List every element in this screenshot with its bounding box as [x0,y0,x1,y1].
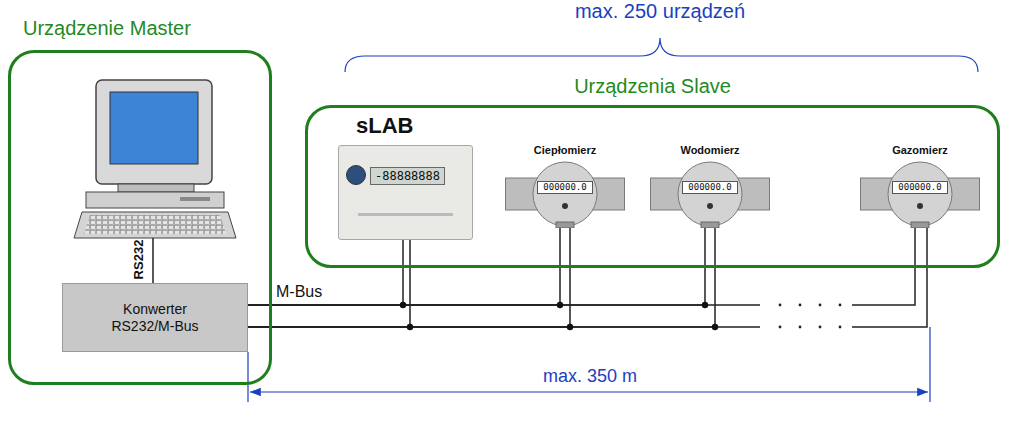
continuation-dots [779,304,842,329]
dimension-line [248,327,930,402]
converter-box: Konwerter RS232/M-Bus [62,283,248,352]
bus-wire [248,228,570,327]
device-name: sLAB [356,113,413,139]
device-count: max. 250 urządzeń [540,0,780,23]
junction-dot [400,302,406,308]
rs232-cable [152,238,154,283]
interface-name: RS232 [131,235,146,285]
heat-meter: Ciepłomierz 000000.0 [505,144,625,228]
meter-display: -88888888 [370,167,445,185]
bus-wire [248,240,410,327]
device-name: Gazomierz [860,144,980,156]
bus-wire [248,228,927,327]
meter-body [338,145,473,240]
brace [345,38,978,72]
master-group: Urządzenie MasterKonwerter RS232/M-Bus [8,50,272,385]
meter-display: 000000.0 [892,181,948,194]
water-meter: Wodomierz 000000.0 [650,144,770,228]
junction-dot [567,324,573,330]
group-title: Urządzenia Slave [308,75,997,98]
slave-group: Urządzenia SlavesLAB-88888888Ciepłomierz… [305,105,1000,268]
converter-label: Konwerter RS232/M-Bus [105,301,205,335]
junction-dot [702,302,708,308]
device-name: Wodomierz [650,144,770,156]
bus-wire [248,228,715,327]
junction-dot [407,324,413,330]
meter-button [346,165,366,185]
group-title: Urządzenie Master [23,17,191,40]
meter-clip [358,213,453,216]
meter-display: 000000.0 [682,181,738,194]
junction-dot [557,302,563,308]
meter-display: 000000.0 [537,181,593,194]
gas-meter: Gazomierz 000000.0 [860,144,980,228]
computer-icon [74,80,236,238]
length-limit: max. 350 m [490,366,690,387]
bus-name: M-Bus [276,283,322,301]
energy-meter: sLAB -88888888 [338,113,473,240]
junction-dot [712,324,718,330]
device-name: Ciepłomierz [505,144,625,156]
